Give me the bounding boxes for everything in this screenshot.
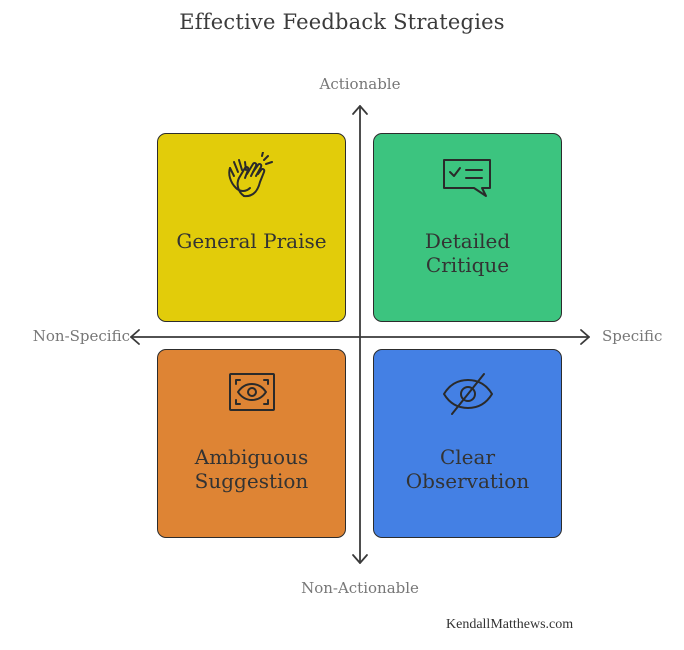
quadrant-label-line: Critique	[425, 253, 510, 277]
eye-slash-icon	[374, 368, 561, 420]
quadrant-clear-observation: Clear Observation	[373, 349, 562, 538]
clapping-hands-icon	[158, 152, 345, 204]
quadrant-detailed-critique: Detailed Critique	[373, 133, 562, 322]
quadrant-label-line: General Praise	[176, 229, 327, 253]
quadrant-label-line: Suggestion	[194, 469, 309, 493]
arrow-right-icon	[580, 329, 590, 345]
eye-focus-frame-icon	[158, 368, 345, 420]
quadrant-label-line: Ambiguous	[194, 445, 309, 469]
diagram-title: Effective Feedback Strategies	[179, 10, 505, 34]
quadrant-label: Detailed Critique	[380, 229, 555, 277]
arrow-up-icon	[352, 105, 368, 115]
axis-label-actionable: Actionable	[319, 75, 401, 93]
axis-label-specific: Specific	[602, 327, 663, 345]
checklist-speech-bubble-icon	[374, 152, 561, 204]
quadrant-label-line: Detailed	[424, 229, 511, 253]
axis-label-non-specific: Non-Specific	[32, 327, 130, 345]
arrow-left-icon	[130, 329, 140, 345]
quadrant-label-line: Clear	[439, 445, 496, 469]
watermark: KendallMatthews.com	[446, 617, 574, 632]
quadrant-label: Clear Observation	[380, 445, 555, 493]
quadrant-general-praise: General Praise	[157, 133, 346, 322]
quadrant-label-line: Observation	[405, 469, 530, 493]
quadrant-ambiguous-suggestion: Ambiguous Suggestion	[157, 349, 346, 538]
quadrant-label: General Praise	[164, 229, 339, 253]
arrow-down-icon	[352, 554, 368, 564]
axis-label-non-actionable: Non-Actionable	[301, 579, 419, 597]
quadrant-label: Ambiguous Suggestion	[164, 445, 339, 493]
